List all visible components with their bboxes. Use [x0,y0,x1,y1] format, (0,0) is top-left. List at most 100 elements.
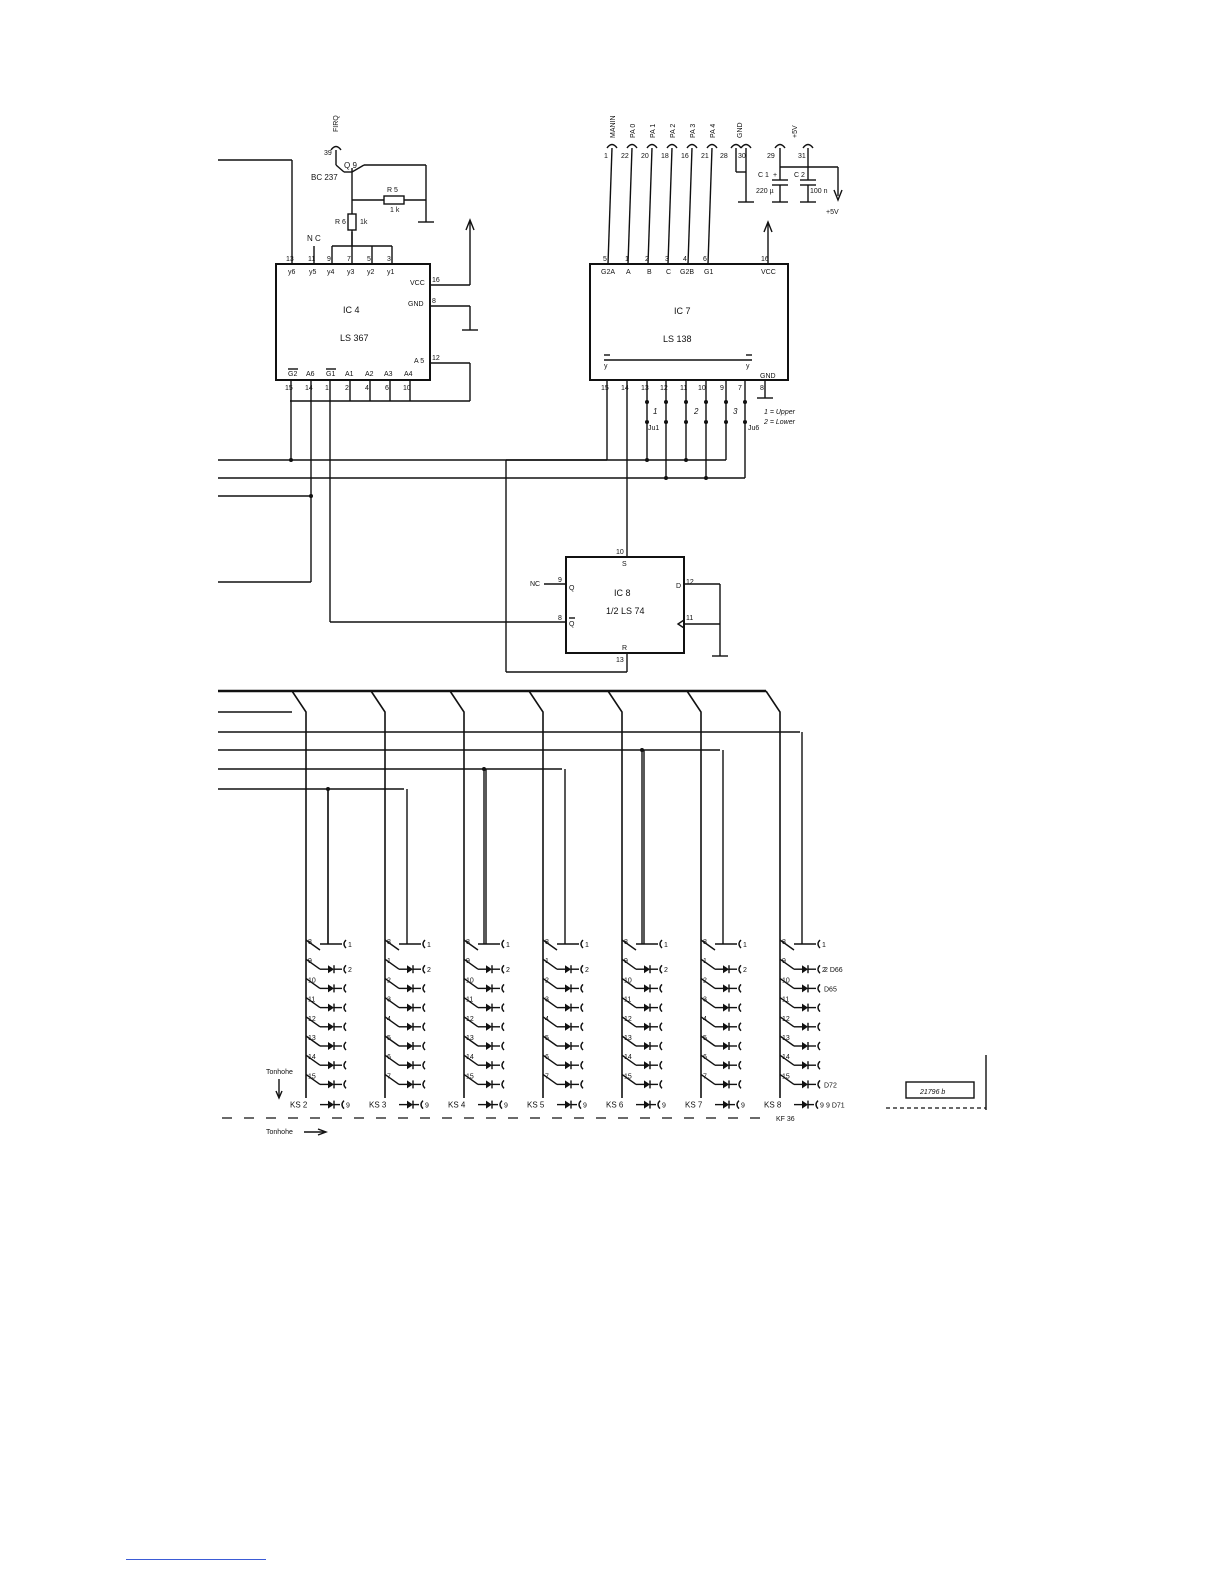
ic4-pin-15: 15 [285,385,293,392]
ic8-label-q: Q [569,585,575,592]
ic7-label-c: C [666,269,671,276]
contact-symbol [578,1100,582,1110]
ic4-label-y4: y4 [327,269,335,276]
key-group-label: KS 2 [290,1101,308,1110]
key-pin-label: 14 [308,1054,316,1061]
contact-symbol [738,1022,742,1032]
ic7-pin-6: 6 [703,256,707,263]
contact-label: 9 [820,1103,824,1110]
jumper-number-1: 1 [653,407,657,416]
contact-symbol [343,1041,347,1051]
contact-symbol [659,1060,663,1070]
diode-icon [407,1042,413,1050]
diode-icon [407,1061,413,1070]
key-pin-label: 14 [782,1054,790,1061]
contact-symbol [738,1079,742,1089]
ic7-label-b: B [647,269,652,276]
diode-icon [802,1100,808,1109]
contact-label: 2 [348,967,352,974]
jumper-number-3: 3 [733,407,738,416]
contact-symbol [343,1003,347,1013]
contact-symbol [499,1100,503,1110]
ic7-label-gnd: GND [760,373,776,380]
r5-value: 1 k [390,207,400,214]
diode-icon [486,1100,492,1109]
ic7-name: IC 7 [674,306,691,316]
jumper-pad [704,400,708,404]
ic4: IC 4 LS 367 13 11 9 7 5 3 y6 y5 y4 y3 y2… [275,218,478,622]
contact-symbol [817,983,821,993]
key-group-label: KS 4 [448,1101,466,1110]
tonhohe-horizontal-label: Tonhohe [266,1129,293,1136]
ks8-extra-label: 9 D71 [826,1103,845,1110]
diode-icon [486,1022,492,1031]
transistor-q9: 39 FIRQ Q 9 BC 237 R 5 1 k R 6 1k [311,115,434,246]
diode-icon [328,1100,334,1109]
select-bus-lines [218,458,745,673]
ic7-pin-2: 2 [645,256,649,263]
ic7-pin-1: 1 [625,256,629,263]
ic4-label-y1: y1 [387,269,395,276]
key-pin-label: 14 [466,1054,474,1061]
key-pin-label: 10 [466,977,474,984]
contact-symbol [422,983,426,993]
contact-label: 2 [506,967,510,974]
key-pin-label: 10 [308,977,316,984]
diode-icon [407,984,413,993]
contact-symbol [501,1003,505,1013]
diode-icon [486,1080,492,1089]
contact-symbol [817,964,821,974]
conn-pin-20: 20 [641,153,649,160]
ic4-label-y6: y6 [288,269,296,276]
jumper-pad [645,400,649,404]
ic7-pin-8: 8 [760,385,764,392]
diode-icon [802,1003,808,1012]
c2-ref: C 2 [794,172,805,179]
diode-icon [486,1061,492,1070]
c1-plus: + [773,172,777,179]
ic4-pin-4: 4 [365,385,369,392]
key-group-label: KS 7 [685,1101,703,1110]
contact-symbol [580,1079,584,1089]
ic4-left-wiring [218,159,566,623]
conn-sig-pa4: PA 4 [710,124,717,138]
conn-pin-21: 21 [701,153,709,160]
contact-symbol [580,1022,584,1032]
key-group-bus-line [370,690,386,1098]
contact-symbol [580,983,584,993]
ic7-label-a: A [626,269,631,276]
ic4-label-a1: A1 [345,371,354,378]
key-pin-label: 12 [308,1016,316,1023]
diode-icon [565,1042,571,1050]
diode-icon [565,965,571,974]
contact-symbol [501,939,505,949]
contact-symbol [736,1100,740,1110]
ic7-bottom-wiring: 1 2 3 Ju1 Ju6 1 = Upper 2 = Lower [506,380,796,550]
contact-label: 2 [822,967,826,974]
diode-icon [723,1061,729,1070]
conn-sig-pa1: PA 1 [650,124,657,138]
diode-icon [723,1080,729,1089]
ic8: IC 8 1/2 LS 74 10 S 13 R 9 Q 8 Q 12 D 11… [530,549,728,664]
diode-icon [802,984,808,993]
ic4-bottom-pins: 15 14 1 2 4 6 10 G2 A6 G1 A1 A2 A3 A4 [285,368,413,622]
conn-sig-5v: +5V [792,125,799,138]
contact-symbol [343,1022,347,1032]
diode-icon [486,1003,492,1012]
contact-label: 2 [427,967,431,974]
ic7-pin-4: 4 [683,256,687,263]
contact-label: 1 [743,942,747,949]
jumper-label-ju1: Ju1 [648,425,659,432]
diode-icon [565,1003,571,1012]
ic7-pin-16: 16 [761,256,769,263]
ic7-label-g2a: G2A [601,269,615,276]
contact-symbol [422,1079,426,1089]
c1-value: 220 µ [756,188,774,195]
drawing-number-box [905,1081,975,1099]
conn-18-symbol [666,143,678,149]
contact-symbol [738,939,742,949]
key-pin-label: 11 [308,997,315,1004]
q9-part: BC 237 [311,173,338,182]
